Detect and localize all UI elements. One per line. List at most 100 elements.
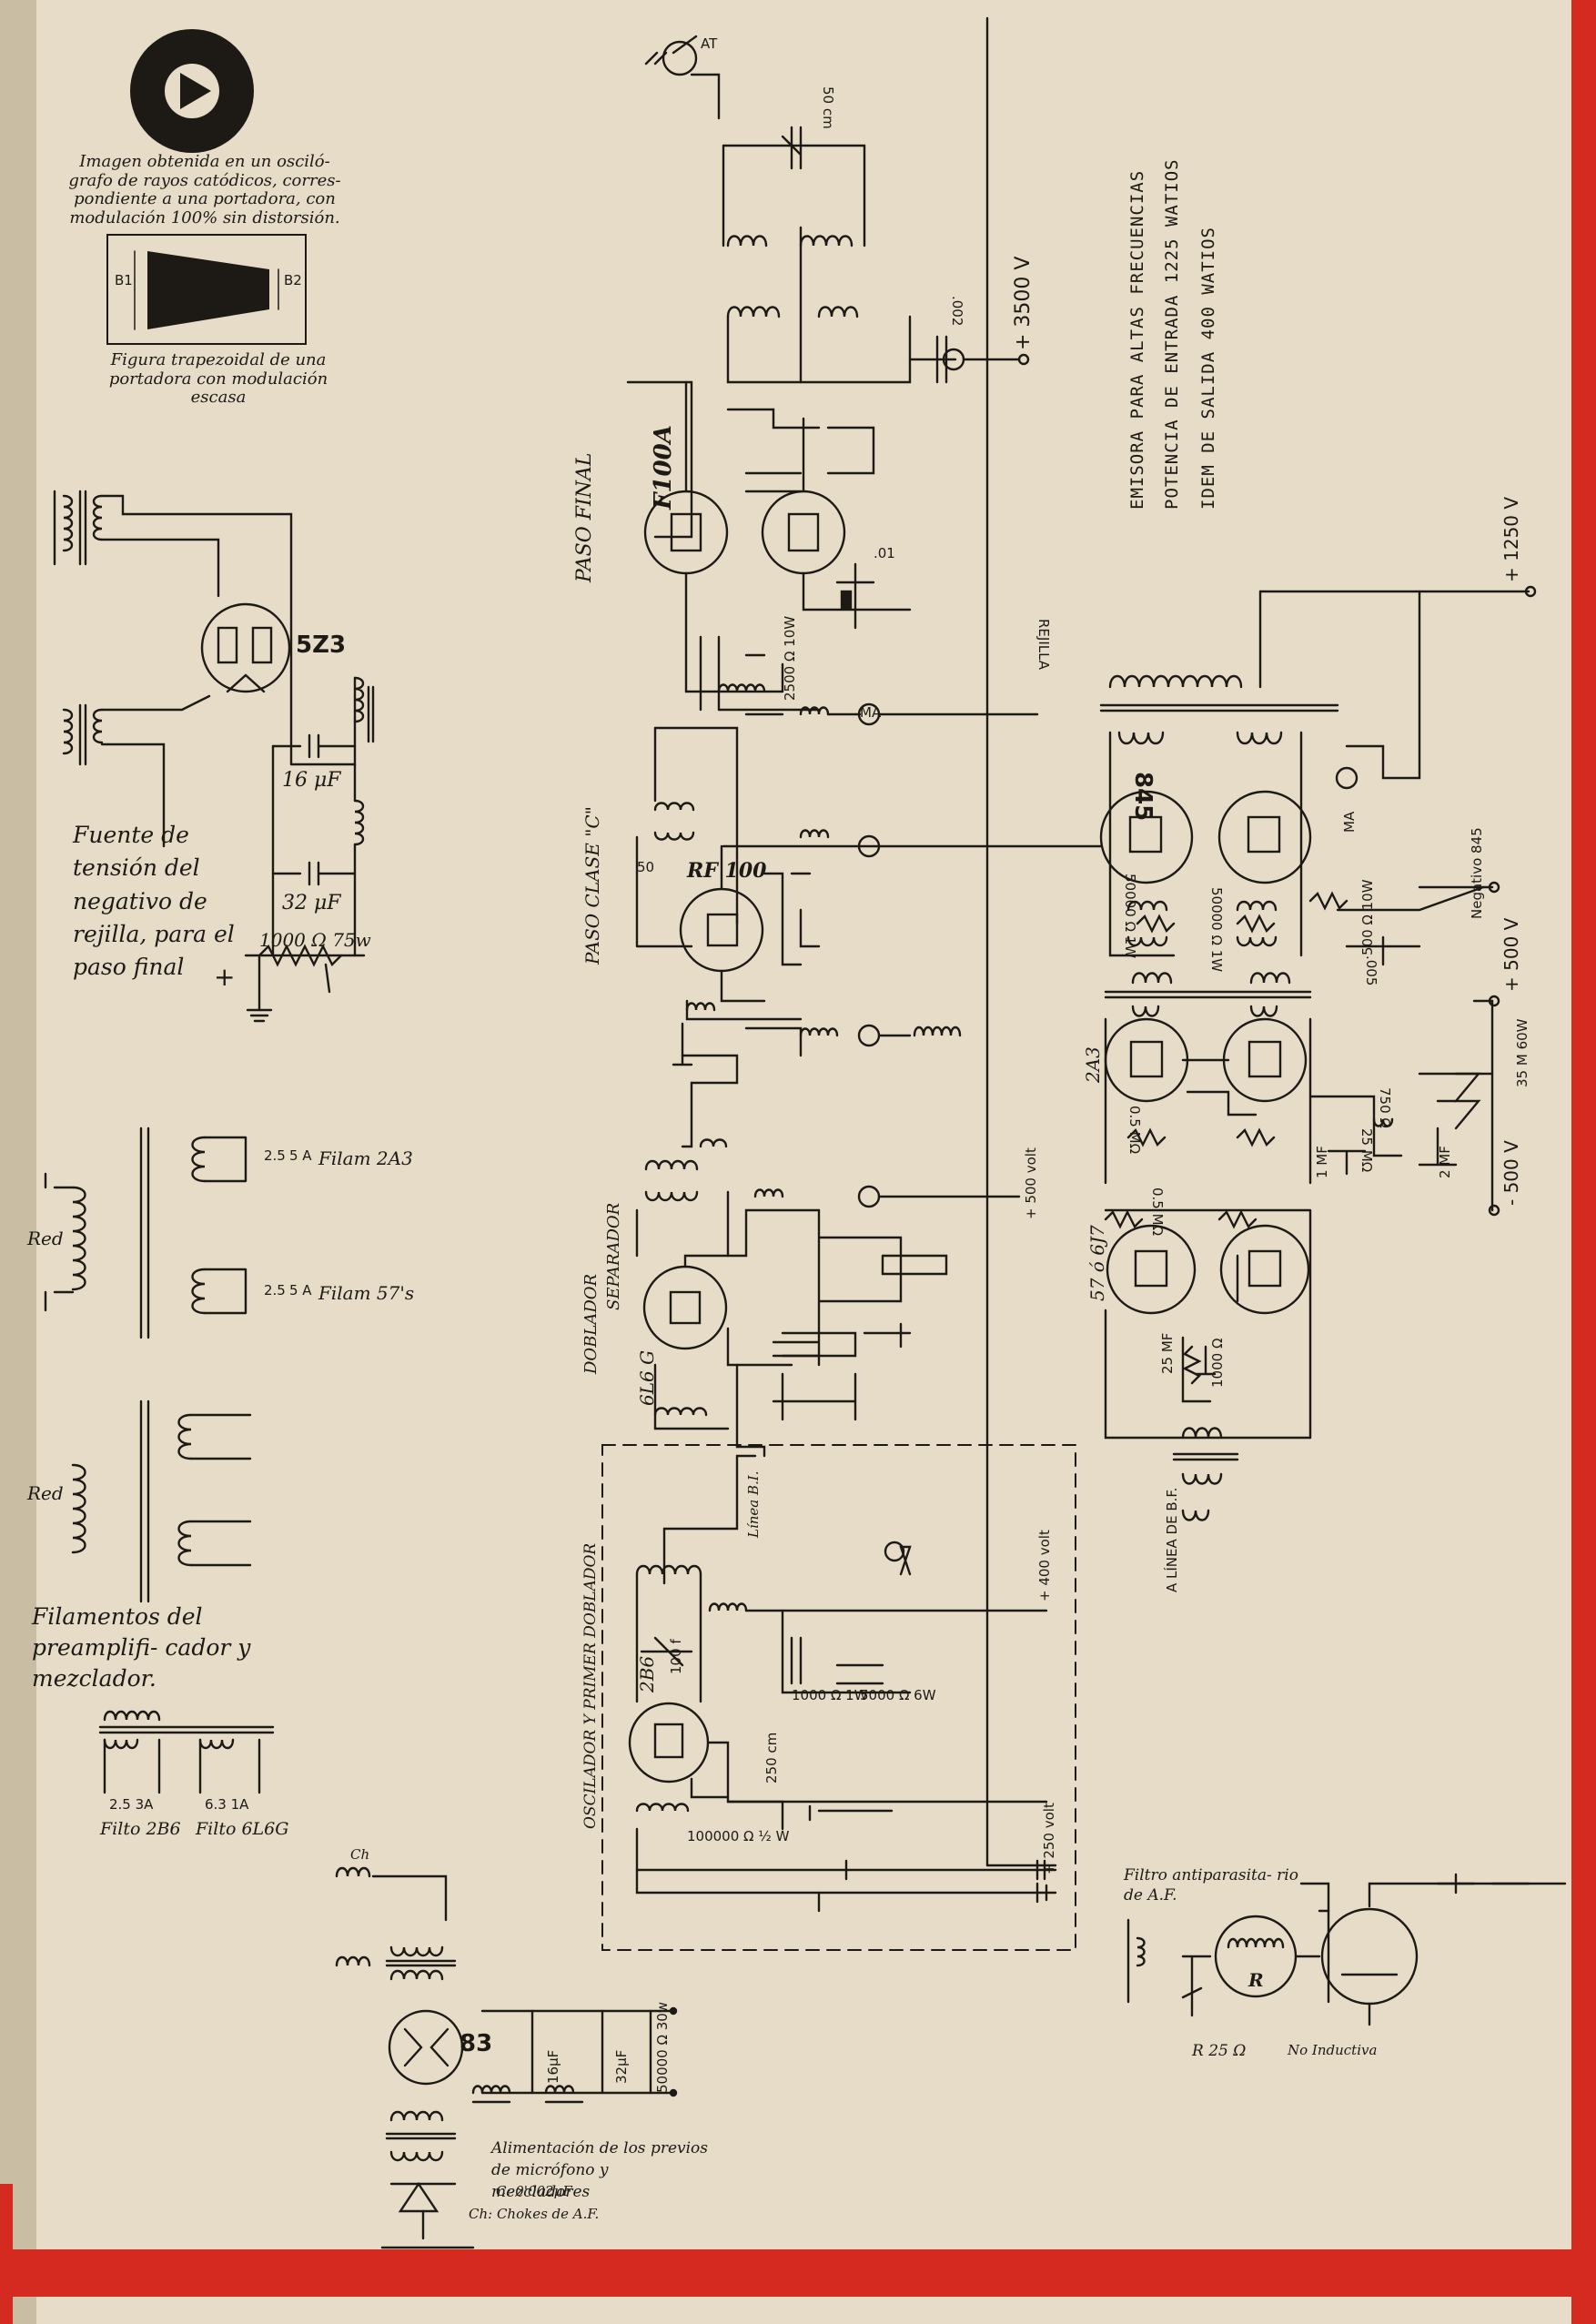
plus-500-mod-label: + 500 V [1500,917,1522,992]
class-c-label: PASO CLASE "C" [581,806,603,965]
c1mf-label: 1 MF [1314,1146,1330,1178]
c16-83-label: 16μF [545,2049,561,2084]
tube-f100a-label: F100A [650,425,677,510]
power-83-note-1: C: 0'002μF [496,2183,572,2199]
r750-label: 750 Ω [1377,1087,1393,1128]
plus-sign: + [214,962,236,992]
plus-400-label: + 400 volt [1036,1530,1053,1602]
red-label-1: Red [27,1228,64,1249]
c32uf-label: 32 μF [282,892,341,914]
r2500-label: 2500 Ω 10W [782,615,798,701]
separador-label: SEPARADOR [604,1202,623,1310]
tube-6l6g-label: 6L6 G [636,1349,658,1406]
plus-1250-label: + 1250 V [1500,496,1522,582]
tube-57-label: 57 ó 6J7 [1086,1225,1108,1301]
rejilla-label: REJILLA [1035,619,1052,671]
c100-label: 100 f [668,1639,684,1674]
minus-500-label: - 500 V [1500,1140,1522,1206]
tube-2a3-label: 2A3 [1082,1046,1104,1083]
title-line-3: IDEM DE SALIDA 400 WATIOS [1198,227,1218,510]
rf-chain-circuit [601,16,1076,1951]
fil-2b6-rating: 2.5 3A [109,1796,154,1813]
fil-6l6-label: Filto 6L6G [196,1819,289,1839]
tube-845-label: 845 [1129,772,1157,822]
tube-5z3-label: 5Z3 [296,632,347,659]
red-label-2: Red [27,1482,64,1504]
r500-label: 500 Ω 10W [1359,879,1376,955]
title-line-1: EMISORA PARA ALTAS FRECUENCIAS [1127,169,1147,510]
tube-83-label: 83 [460,2030,493,2057]
antenna-label: AT [701,35,718,52]
c32-83-label: 32μF [613,2049,630,2084]
red-left-strip [0,2184,13,2324]
c50cm-label: 50 cm [820,86,836,129]
filter-caption: Filtro antiparasita- rio de A.F. [1124,1866,1298,1905]
trapezoid-caption: Figura trapezoidal de una portadora con … [108,350,328,408]
title-line-2: POTENCIA DE ENTRADA 1225 WATIOS [1162,158,1182,510]
fil-57-label: Filam 57's [318,1282,415,1304]
linea-bf-label: A LÍNEA DE B.F. [1164,1487,1180,1592]
r50000b-label: 50000 Ω 1W [1208,887,1225,973]
fil-57-volts: 2.5 [264,1282,286,1298]
c250-label: 250 cm [763,1732,780,1783]
c01-final-label: .01 [874,545,895,561]
power-83-note-2: Ch: Chokes de A.F. [469,2206,600,2222]
res-50000-label: 50000 Ω 30w [654,2001,671,2093]
r05meg-label: 0.5 MΩ [1126,1106,1143,1155]
ma-mod-label: MA [1341,811,1358,833]
c002-final-label: .002 [949,296,965,327]
filaments-caption: Filamentos del preamplifi- cador y mezcl… [32,1603,251,1692]
fil-2a3-label: Filam 2A3 [318,1147,413,1169]
filter-note-noind: No Inductiva [1288,2042,1378,2058]
c005-label: .005 [1363,955,1379,986]
b1-label: B1 [115,272,133,288]
filament-transformers [44,1127,275,1794]
resistor-1000-label: 1000 Ω 75w [259,929,371,951]
neg-845-label: Negativo 845 [1469,827,1485,919]
final-stage-label: PASO FINAL [573,452,596,582]
r1000-mod-label: 1000 Ω [1209,1338,1226,1388]
play-icon [130,29,254,153]
filter-note-r: R 25 Ω [1192,2042,1247,2060]
filter-r-label: R [1248,1969,1264,1991]
linea-bi-label: Línea B.I. [745,1470,762,1539]
fil-2a3-volts: 2.5 [264,1147,286,1164]
modulator-circuit [985,585,1537,1521]
negative-supply-caption: Fuente de tensión del negativo de rejill… [73,822,235,980]
tube-rf100-label: RF 100 [687,859,767,883]
c25mf-label: 25 MF [1159,1332,1176,1374]
r50000a-label: 50000 Ω 1W [1122,874,1138,959]
negative-supply-circuit [53,490,375,1023]
red-bottom-band [0,2249,1596,2297]
oscillograph-caption: Imagen obtenida en un osciló- grafo de r… [68,152,341,228]
trapezoid-figure [106,234,307,345]
fil-57-amps: 5 A [289,1282,312,1298]
fil-2b6-label: Filto 2B6 [100,1819,181,1839]
power-83-circuit [335,1866,678,2249]
plus-3500-label: + 3500 V [1012,256,1035,350]
c2mf-label: 2 MF [1437,1146,1453,1178]
plus-500-rf-label: + 500 volt [1023,1147,1039,1219]
fil-2a3-amps: 5 A [289,1147,312,1164]
choke-label-1: Ch [350,1846,370,1863]
r100000-label: 100000 Ω ½ W [687,1828,790,1844]
plus-250-label: + 250 volt [1041,1803,1057,1874]
filter-circuit [1126,1873,1582,2026]
c50-classc-label: 50 [637,859,655,875]
b2-label: B2 [284,272,302,288]
power-83-caption: Alimentación de los previos de micrófono… [491,2139,709,2201]
red-right-edge [1571,0,1596,2324]
r25meg-label: 25 MΩ [1359,1128,1375,1173]
r35m-label: 35 M 60W [1514,1018,1530,1087]
doblador-label: DOBLADOR [581,1273,601,1374]
r5000-osc-label: 5000 Ω 6W [860,1687,936,1703]
ma-final-label: MA [860,704,882,721]
c16uf-label: 16 μF [282,769,341,792]
r05-label: 0.5 MΩ [1149,1187,1166,1237]
r1000-osc-label: 1000 Ω 1W [792,1687,868,1703]
osc-stage-label: OSCILADOR Y PRIMER DOBLADOR [581,1542,600,1829]
tube-2b6-label: 2B6 [636,1655,658,1692]
fil-6l6-rating: 6.3 1A [205,1796,249,1813]
